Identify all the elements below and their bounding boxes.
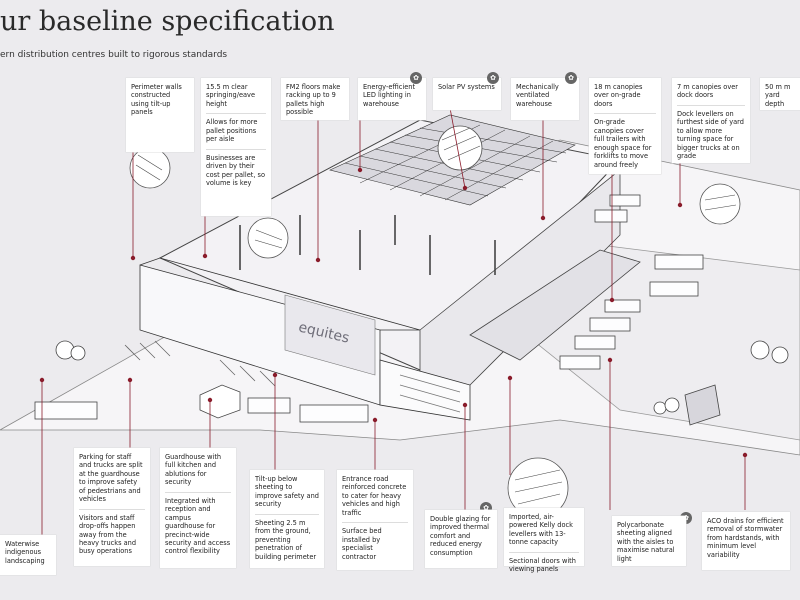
callout-aco-drains: ACO drains for efficient removal of stor… [702,512,790,570]
callout-polycarbonate: Polycarbonate sheeting aligned with the … [612,516,686,566]
page-title: ur baseline specification [0,6,335,37]
callout-parking: Parking for staff and trucks are split a… [74,448,150,566]
leaf-icon: ✿ [487,72,499,84]
callout-clear-height: 15.5 m clear springing/eave height Allow… [201,78,271,216]
callout-fm2-floors: FM2 floors make racking up to 9 pallets … [281,78,349,120]
leaf-icon: ✿ [410,72,422,84]
callout-18m-canopies: 18 m canopies over on-grade doors On-gra… [589,78,661,174]
callout-tilt-up-sheeting: Tilt-up below sheeting to improve safety… [250,470,324,568]
callout-tilt-up-walls: Perimeter walls constructed using tilt-u… [126,78,194,152]
office-block [379,359,471,421]
callout-double-glazing: Double glazing for improved thermal comf… [425,510,497,568]
canopy [469,249,641,361]
logo-panel [284,294,376,376]
callout-waterwise-landscaping: Waterwise indigenous landscaping [0,535,56,575]
storage-tank [684,384,721,426]
page-subtitle: ern distribution centres built to rigoro… [0,50,228,60]
callout-7m-canopies: 7 m canopies over dock doors Dock levell… [672,78,750,163]
callout-led-lighting: Energy-efficient LED lighting in warehou… [358,78,426,120]
callout-yard-depth: 50 m m yard depth [760,78,800,110]
callout-dock-levellers: Imported, air-powered Kelly dock levelle… [504,508,584,573]
callout-guardhouse: Guardhouse with full kitchen and ablutio… [160,448,236,568]
callout-entrance-road: Entrance road reinforced concrete to cat… [337,470,413,570]
leaf-icon: ✿ [565,72,577,84]
callout-ventilated-warehouse: Mechanically ventilated warehouse [511,78,579,120]
